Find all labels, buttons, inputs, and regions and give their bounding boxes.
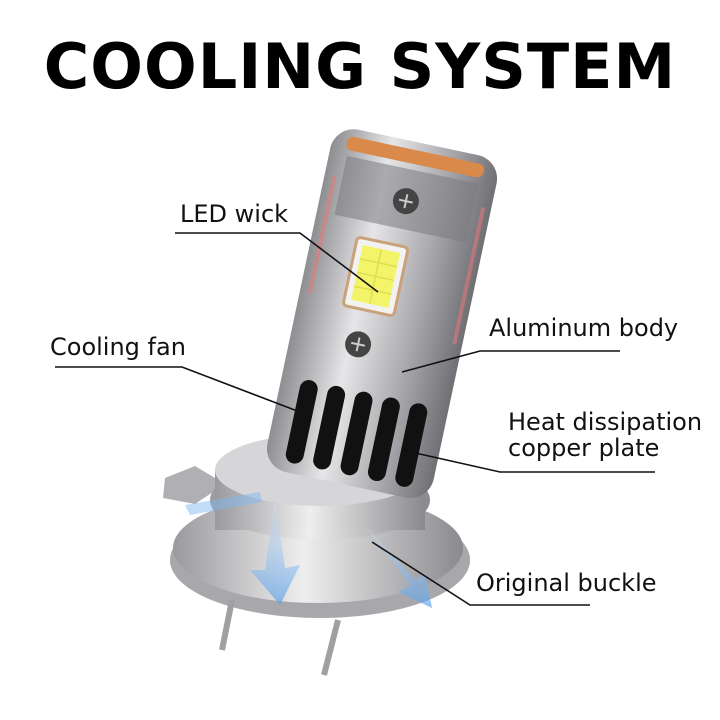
label-cooling-fan: Cooling fan (50, 333, 186, 361)
page-title: COOLING SYSTEM (43, 30, 677, 103)
label-heat-dissipation-2: copper plate (508, 434, 660, 462)
aluminum-body (266, 129, 498, 499)
label-aluminum-body: Aluminum body (489, 314, 679, 342)
label-led-wick: LED wick (180, 200, 289, 228)
leader-lines (55, 232, 655, 606)
label-heat-dissipation-1: Heat dissipation (508, 408, 703, 436)
airflow-arrows (185, 492, 432, 608)
label-original-buckle: Original buckle (476, 569, 657, 597)
